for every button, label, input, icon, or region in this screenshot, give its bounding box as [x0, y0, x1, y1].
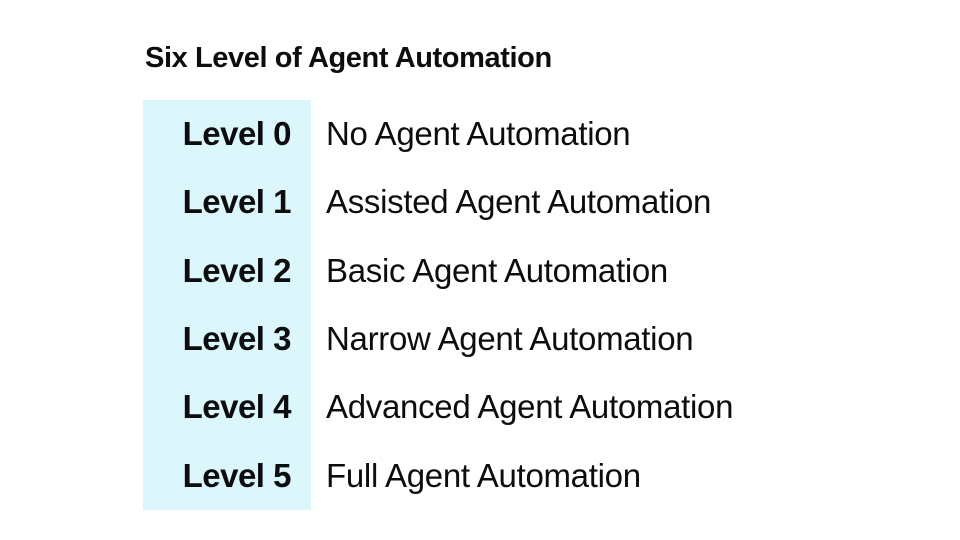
page-title: Six Level of Agent Automation [145, 42, 552, 74]
level-label: Level 4 [143, 373, 311, 442]
level-label: Level 5 [143, 441, 311, 510]
level-label: Level 0 [143, 100, 311, 169]
level-label: Level 1 [143, 168, 311, 237]
level-label: Level 3 [143, 304, 311, 374]
level-description: No Agent Automation [326, 115, 631, 153]
level-label: Level 2 [143, 236, 311, 305]
level-description: Assisted Agent Automation [326, 183, 712, 221]
level-row: Level 2 Basic Agent Automation [143, 236, 733, 305]
levels-table: Level 0 No Agent Automation Level 1 Assi… [143, 100, 733, 510]
level-row: Level 4 Advanced Agent Automation [143, 373, 734, 442]
level-description: Basic Agent Automation [326, 251, 668, 289]
level-row: Level 0 No Agent Automation [143, 100, 733, 169]
level-description: Full Agent Automation [326, 456, 641, 494]
level-row: Level 5 Full Agent Automation [143, 441, 733, 510]
level-row: Level 3 Narrow Agent Automation [143, 304, 733, 374]
level-row: Level 1 Assisted Agent Automation [143, 168, 733, 237]
level-description: Advanced Agent Automation [326, 388, 734, 426]
level-description: Narrow Agent Automation [326, 320, 694, 358]
